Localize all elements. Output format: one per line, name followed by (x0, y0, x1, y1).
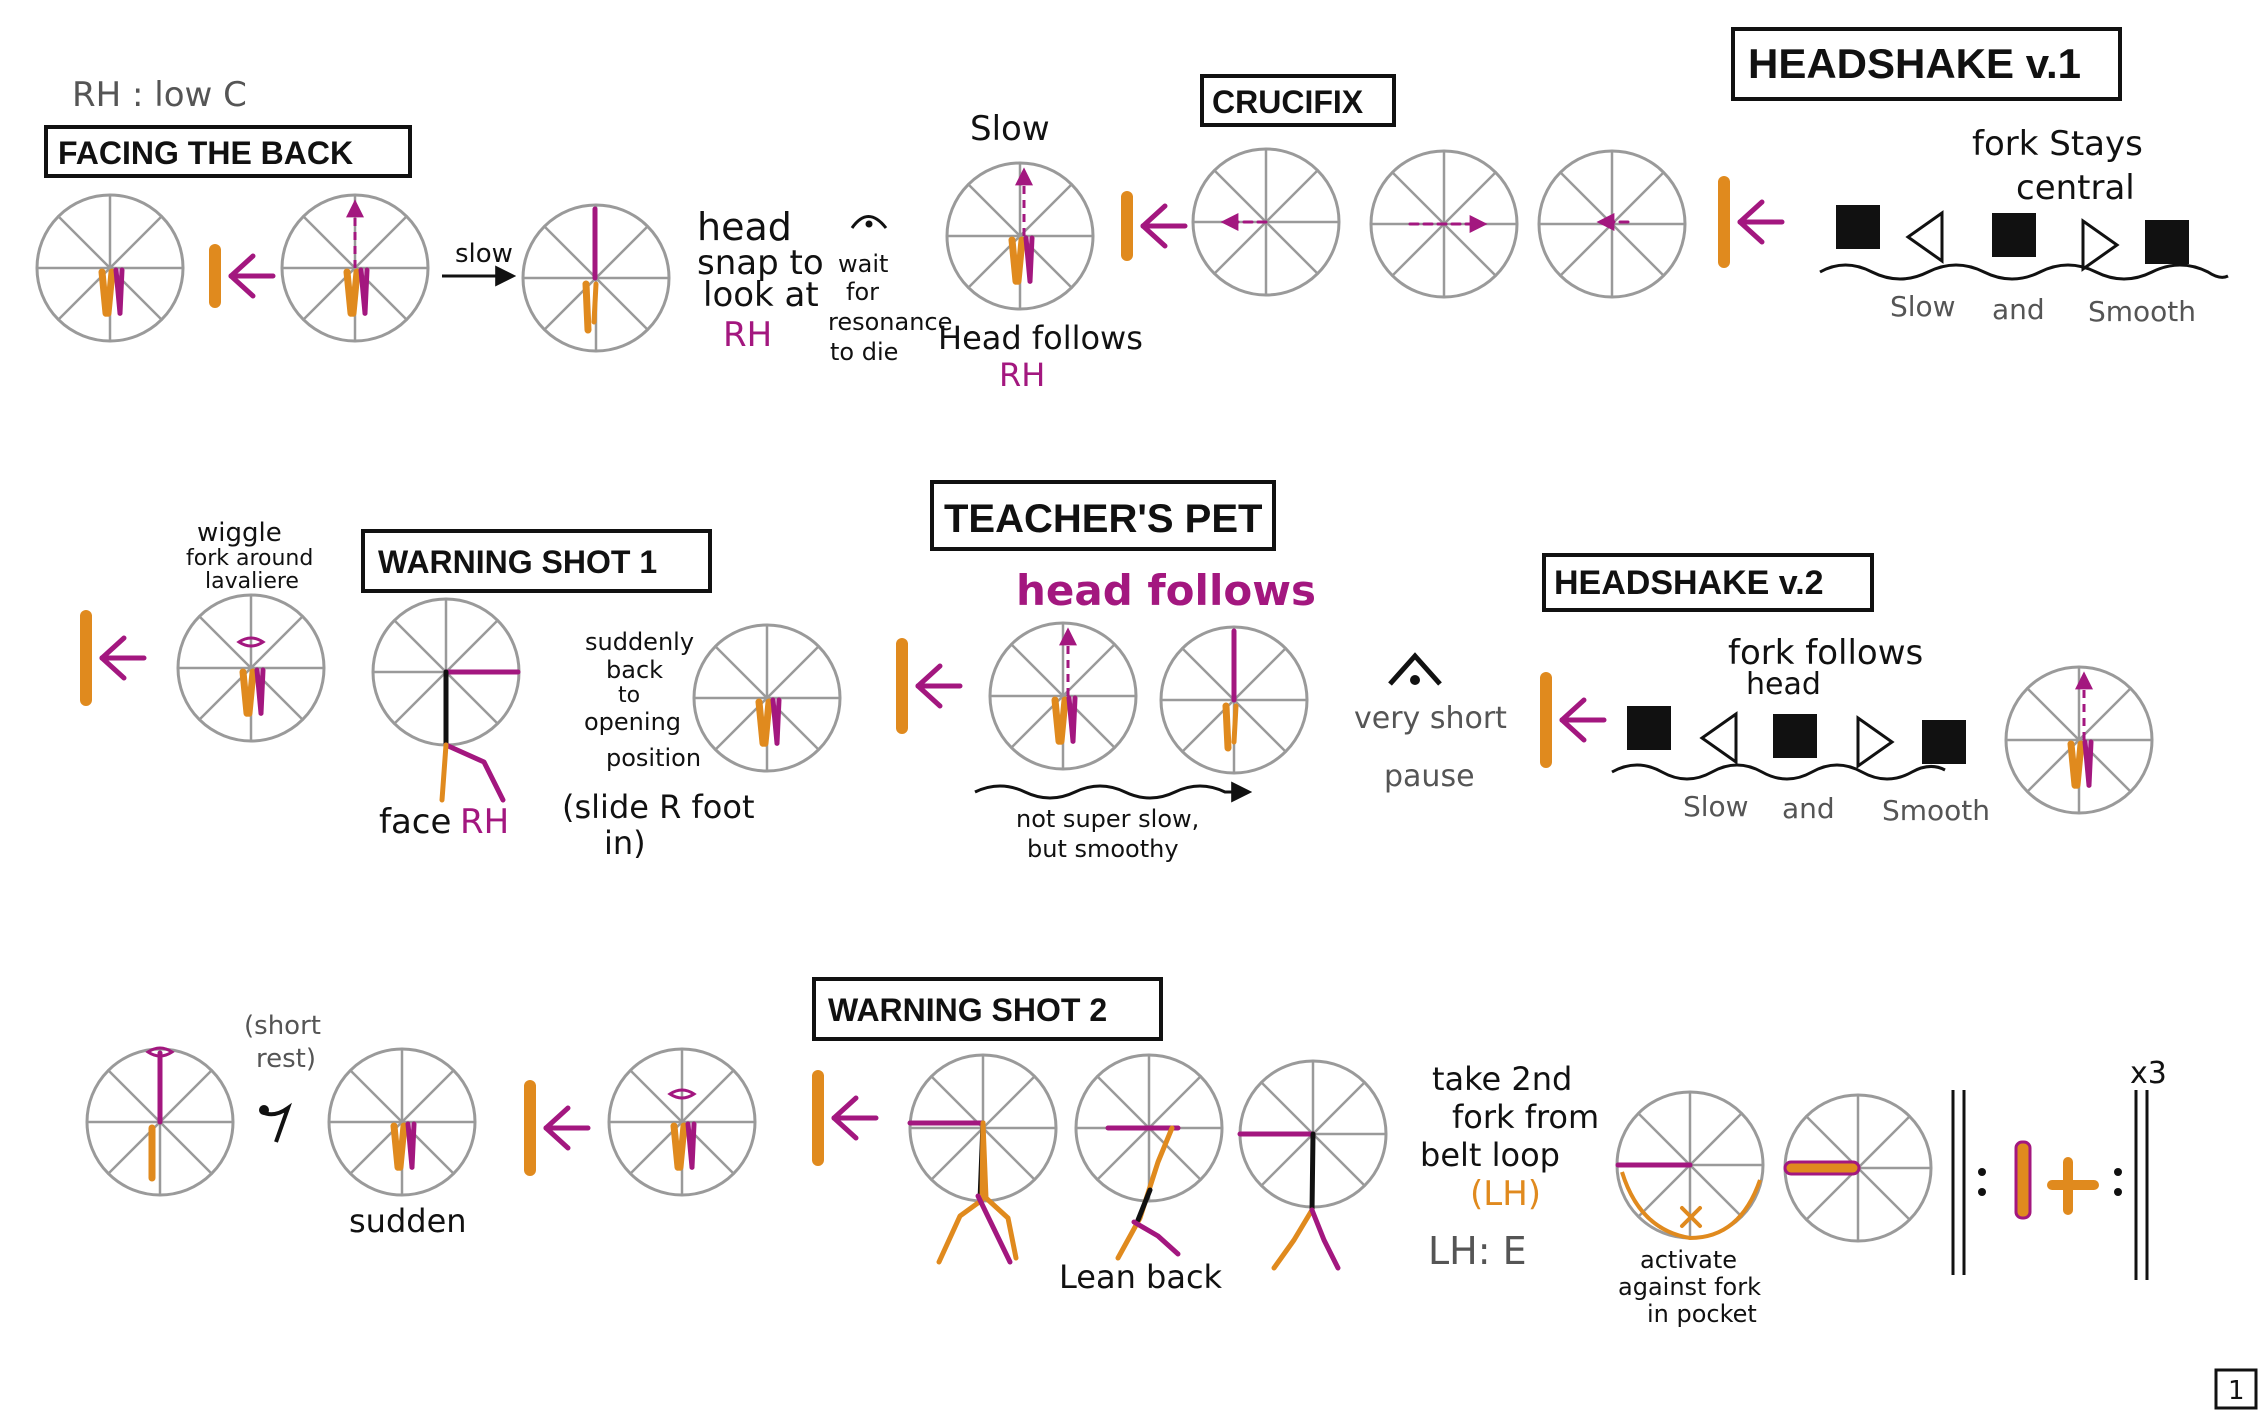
rotate-marker-r3-1 (524, 1080, 536, 1176)
face-label: face (379, 802, 451, 842)
title-warning-shot-2: WARNING SHOT 2 (812, 977, 1163, 1041)
svg-text:WARNING SHOT 2: WARNING SHOT 2 (828, 992, 1107, 1028)
svg-text:HEADSHAKE v.1: HEADSHAKE v.1 (1748, 40, 2081, 87)
wiggle-1: wiggle (197, 518, 282, 548)
head-snap-3: look at (703, 275, 819, 315)
slow-and-smooth-2c: Smooth (1882, 794, 1990, 827)
triangle-note (2081, 218, 2120, 272)
repeat-count: x3 (2130, 1056, 2167, 1091)
rotate-marker-r2-1 (80, 610, 92, 706)
slide-2: in) (604, 824, 646, 862)
square-note (1773, 714, 1817, 758)
lean-back-label: Lean back (1059, 1258, 1223, 1296)
not-super-slow-1: not super slow, (1016, 805, 1199, 833)
triangle-note (1699, 711, 1738, 765)
head-snap-rh: RH (723, 315, 772, 355)
gesture-marks (35, 147, 2189, 1271)
svg-text:1: 1 (2228, 1376, 2245, 1406)
eighth-rest-icon (259, 1102, 292, 1143)
fork-stays-1: fork Stays (1972, 124, 2143, 164)
top-note: RH : low C (72, 75, 247, 115)
smooth-arrow (974, 781, 1253, 803)
square-note (1627, 706, 1671, 750)
very-short-1: very short (1354, 701, 1507, 736)
rotate-marker-r1-3 (1718, 176, 1730, 268)
fork-follows-1: fork follows (1728, 633, 1923, 673)
suddenly-3: to (618, 683, 640, 708)
activate-3: in pocket (1647, 1300, 1757, 1328)
slide-1: (slide R foot (562, 788, 754, 826)
title-teachers-pet: TEACHER'S PET (930, 480, 1276, 551)
title-warning-shot-1: WARNING SHOT 1 (361, 529, 712, 593)
head-snap-2: snap to (697, 243, 824, 283)
head-follows-label: Head follows (938, 319, 1143, 357)
rotate-marker-r1-2 (1121, 191, 1133, 261)
lh-paren: (LH) (1470, 1174, 1541, 1214)
svg-text:WARNING SHOT 1: WARNING SHOT 1 (378, 544, 657, 580)
not-super-slow-2: but smoothy (1027, 835, 1179, 863)
wait-4: to die (830, 338, 898, 366)
activate-1: activate (1640, 1246, 1737, 1274)
wait-2: for (846, 278, 879, 306)
smooth-wave-1 (1819, 263, 2229, 281)
short-rest-2: rest) (256, 1044, 316, 1074)
suddenly-5: position (606, 744, 701, 772)
svg-text:CRUCIFIX: CRUCIFIX (1212, 84, 1364, 120)
activate-2: against fork (1618, 1273, 1761, 1301)
square-note (1992, 213, 2036, 257)
title-facing-the-back: FACING THE BACK (44, 125, 412, 178)
fork-stays-2: central (2016, 168, 2135, 208)
slow-and-smooth-1a: Slow (1890, 290, 1956, 323)
svg-text:HEADSHAKE v.2: HEADSHAKE v.2 (1554, 564, 1824, 602)
page-number: 1 (2214, 1368, 2258, 1410)
take-second-1: take 2nd (1432, 1060, 1572, 1098)
short-rest-1: (short (244, 1011, 321, 1041)
head-snap-1: head (697, 205, 792, 249)
slow-arrow-label: slow (455, 239, 513, 269)
square-note (1836, 205, 1880, 249)
wiggle-3: lavaliere (205, 569, 299, 594)
square-note (1922, 720, 1966, 764)
fork-horizontal (1783, 1160, 1861, 1176)
svg-text:FACING THE BACK: FACING THE BACK (58, 135, 353, 171)
rotate-marker-r2-2 (896, 638, 908, 734)
rotate-marker-r3-2 (812, 1070, 824, 1166)
title-crucifix: CRUCIFIX (1200, 74, 1396, 127)
title-headshake-v2: HEADSHAKE v.2 (1542, 553, 1874, 612)
slow-and-smooth-1b: and (1992, 293, 2045, 326)
repeat-sign (1951, 1090, 2149, 1280)
rotate-marker-r2-3 (1540, 672, 1552, 768)
wait-1: wait (838, 250, 888, 278)
square-note (2145, 220, 2189, 264)
head-follows-rh: RH (999, 356, 1045, 394)
wiggle-2: fork around (186, 546, 313, 571)
slow-and-smooth-2b: and (1782, 792, 1835, 825)
triangle-note (1856, 715, 1895, 769)
slow-and-smooth-1c: Smooth (2088, 295, 2196, 328)
slow-label: Slow (970, 109, 1050, 149)
wait-3: resonance (828, 308, 952, 336)
triangle-note (1905, 210, 1944, 264)
rotate-marker-r1-1 (209, 244, 221, 308)
face-rh: RH (460, 802, 509, 842)
fork-follows-2: head (1746, 667, 1821, 702)
suddenly-4: opening (584, 708, 681, 736)
lh-e: LH: E (1428, 1229, 1527, 1273)
take-second-2: fork from (1452, 1098, 1599, 1136)
smooth-wave-2 (1611, 763, 1946, 781)
take-second-3: belt loop (1420, 1136, 1560, 1174)
short-fermata-icon (1388, 652, 1442, 686)
suddenly-2: back (606, 656, 663, 684)
activation-arc (1620, 1171, 1762, 1241)
title-headshake-v1: HEADSHAKE v.1 (1731, 27, 2122, 101)
svg-text:TEACHER'S PET: TEACHER'S PET (944, 497, 1262, 541)
very-short-2: pause (1384, 759, 1475, 794)
fermata-icon (850, 215, 888, 229)
suddenly-1: suddenly (585, 628, 694, 656)
sudden-label: sudden (349, 1202, 467, 1240)
slow-and-smooth-2a: Slow (1683, 790, 1749, 823)
head-follows-2: head follows (1016, 566, 1316, 615)
